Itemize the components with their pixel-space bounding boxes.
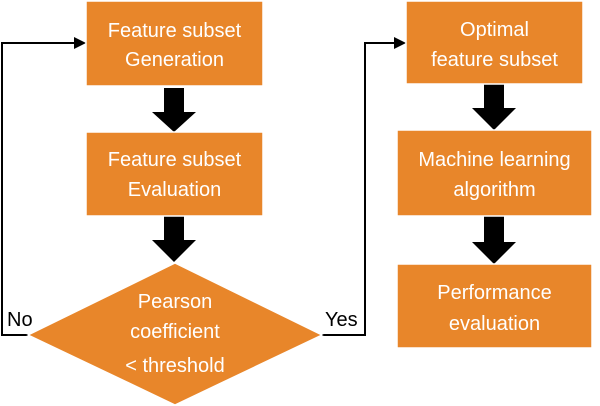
generation-label-line-1: Feature subset bbox=[108, 20, 242, 42]
yes-connector-line bbox=[322, 42, 398, 336]
optimal-label-line-2: feature subset bbox=[431, 49, 558, 71]
machine-learning-algorithm-node: Machine learning algorithm bbox=[396, 129, 593, 217]
feature-subset-generation-node: Feature subset Generation bbox=[85, 0, 264, 87]
performance-evaluation-node: Performance evaluation bbox=[396, 263, 593, 349]
pearson-threshold-decision-node: Pearson coefficient < threshold bbox=[26, 262, 324, 406]
performance-label-line-2: evaluation bbox=[449, 313, 540, 335]
ml-label-line-1: Machine learning bbox=[418, 149, 570, 171]
generation-label-line-2: Generation bbox=[125, 49, 224, 71]
arrow-ml-to-performance bbox=[472, 216, 516, 264]
evaluation-label-line-1: Feature subset bbox=[108, 149, 242, 171]
optimal-label-line-1: Optimal bbox=[460, 19, 529, 41]
arrow-evaluation-to-decision bbox=[152, 216, 196, 262]
no-connector-line bbox=[1, 42, 78, 336]
decision-label-line-3: < threshold bbox=[125, 355, 225, 377]
no-connector-arrowhead bbox=[74, 37, 86, 49]
decision-label-line-1: Pearson bbox=[138, 291, 213, 313]
yes-edge-label: Yes bbox=[325, 309, 358, 331]
evaluation-label-line-2: Evaluation bbox=[128, 179, 221, 201]
arrow-generation-to-evaluation bbox=[152, 88, 196, 132]
ml-label-line-2: algorithm bbox=[453, 179, 535, 201]
arrow-optimal-to-ml bbox=[472, 84, 516, 130]
feature-subset-evaluation-node: Feature subset Evaluation bbox=[85, 131, 264, 217]
yes-connector-arrowhead bbox=[394, 37, 406, 49]
decision-label-line-2: coefficient bbox=[130, 321, 220, 343]
performance-label-line-1: Performance bbox=[437, 282, 552, 304]
optimal-feature-subset-node: Optimal feature subset bbox=[405, 0, 584, 85]
no-edge-label: No bbox=[7, 309, 33, 331]
